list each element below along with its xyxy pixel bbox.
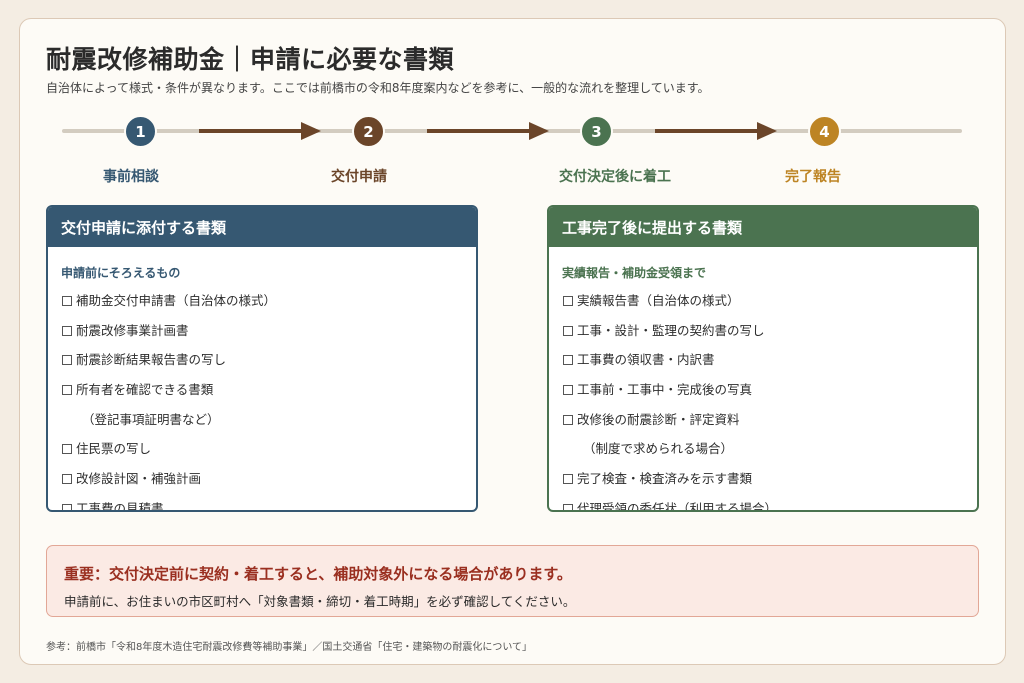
list-item-text: 代理受領の委任状（利用する場合）	[577, 500, 778, 512]
completion-documents-subtitle: 実績報告・補助金受領まで	[562, 266, 707, 280]
step-4-label: 完了報告	[785, 169, 841, 185]
completion-documents-title: 工事完了後に提出する書類	[549, 207, 977, 247]
checkbox-icon	[62, 503, 72, 510]
page-title: 耐震改修補助金｜申請に必要な書類	[46, 45, 455, 74]
completion-documents-list: 実績報告書（自治体の様式） 工事・設計・監理の契約書の写し 工事費の領収書・内訳…	[563, 291, 778, 512]
notice-body: 申請前に、お住まいの市区町村へ「対象書類・締切・着工時期」を必ず確認してください…	[64, 594, 576, 609]
step-2-label: 交付申請	[331, 169, 387, 185]
list-item-note: （登記事項証明書など）	[62, 410, 276, 440]
list-item: 改修後の耐震診断・評定資料	[563, 410, 777, 440]
list-item: 工事費の見積書	[62, 499, 276, 512]
checkbox-icon	[62, 325, 72, 336]
important-notice: 重要：交付決定前に契約・着工すると、補助対象外になる場合があります。 申請前に、…	[46, 545, 979, 617]
arrow-1-2	[199, 122, 321, 140]
list-item: 補助金交付申請書（自治体の様式）	[62, 291, 276, 321]
list-item: 耐震改修事業計画書	[62, 321, 276, 351]
list-item-text: 実績報告書（自治体の様式）	[577, 293, 740, 308]
checkbox-icon	[62, 385, 72, 396]
list-item: 実績報告書（自治体の様式）	[563, 291, 777, 321]
step-2-number: 2	[352, 115, 385, 148]
checkbox-icon	[563, 355, 573, 366]
checkbox-icon	[563, 503, 573, 510]
notice-title: 重要：交付決定前に契約・着工すると、補助対象外になる場合があります。	[64, 565, 572, 583]
list-item: 代理受領の委任状（利用する場合）	[563, 499, 778, 512]
list-item-text: 工事前・工事中・完成後の写真	[577, 382, 753, 398]
application-documents-title: 交付申請に添付する書類	[48, 207, 476, 247]
list-item-text: 工事費の領収書・内訳書	[577, 352, 715, 368]
list-item-text: 改修後の耐震診断・評定資料	[577, 411, 740, 427]
checkbox-icon	[563, 414, 573, 425]
step-1-number: 1	[124, 115, 157, 148]
list-item: 所有者を確認できる書類	[62, 380, 276, 410]
list-item-text: 所有者を確認できる書類	[76, 382, 214, 398]
arrow-3-4	[655, 122, 777, 140]
list-item: 工事費の領収書・内訳書	[563, 350, 777, 380]
list-item-text: 耐震診断結果報告書の写し	[76, 352, 227, 368]
list-item: 工事前・工事中・完成後の写真	[563, 380, 777, 410]
step-4-number: 4	[808, 115, 841, 148]
list-item: 住民票の写し	[62, 439, 276, 469]
list-item: 完了検査・検査済みを示す書類	[563, 469, 777, 499]
list-item-text: （登記事項証明書など）	[82, 411, 220, 427]
list-item-text: 耐震改修事業計画書	[76, 322, 189, 338]
list-item-text: 完了検査・検査済みを示す書類	[577, 471, 753, 487]
checkbox-icon	[563, 385, 573, 396]
application-documents-panel: 交付申請に添付する書類 申請前にそろえるもの 補助金交付申請書（自治体の様式） …	[46, 205, 478, 512]
list-item-text: （制度で求められる場合）	[583, 441, 734, 457]
list-item: 工事・設計・監理の契約書の写し	[563, 321, 777, 351]
step-3-label: 交付決定後に着工	[559, 169, 671, 185]
list-item: 改修設計図・補強計画	[62, 469, 276, 499]
step-1-label: 事前相談	[103, 169, 159, 185]
list-item-note: （制度で求められる場合）	[563, 439, 777, 469]
application-documents-list: 補助金交付申請書（自治体の様式） 耐震改修事業計画書 耐震診断結果報告書の写し …	[62, 291, 276, 512]
checkbox-icon	[62, 355, 72, 366]
list-item: 耐震診断結果報告書の写し	[62, 350, 276, 380]
checkbox-icon	[563, 325, 573, 336]
checkbox-icon	[62, 296, 72, 306]
list-item-text: 改修設計図・補強計画	[76, 471, 202, 487]
list-item-text: 補助金交付申請書（自治体の様式）	[76, 293, 277, 308]
completion-documents-panel: 工事完了後に提出する書類 実績報告・補助金受領まで 実績報告書（自治体の様式） …	[547, 205, 979, 512]
list-item-text: 住民票の写し	[76, 441, 152, 457]
page-subtitle: 自治体によって様式・条件が異なります。ここでは前橋市の令和8年度案内などを参考に…	[46, 81, 710, 95]
arrow-2-3	[427, 122, 549, 140]
step-3-number: 3	[580, 115, 613, 148]
application-documents-subtitle: 申請前にそろえるもの	[61, 266, 181, 280]
reference-note: 参考：前橋市「令和8年度木造住宅耐震改修費等補助事業」／国土交通省「住宅・建築物…	[46, 642, 533, 653]
list-item-text: 工事費の見積書	[76, 500, 164, 512]
list-item-text: 工事・設計・監理の契約書の写し	[577, 322, 765, 338]
checkbox-icon	[62, 474, 72, 485]
checkbox-icon	[563, 474, 573, 485]
checkbox-icon	[62, 444, 72, 455]
checkbox-icon	[563, 296, 573, 306]
